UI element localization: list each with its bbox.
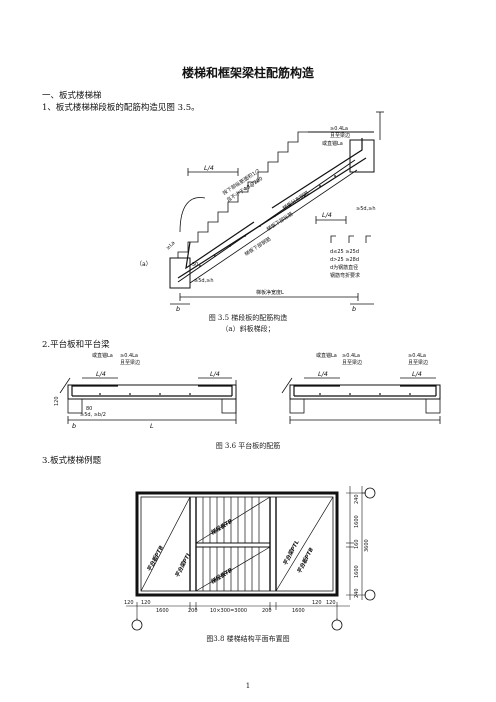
fig38-dim-r1: 1600 <box>354 515 360 528</box>
fig38-label-ptb-right: 平台板PTB <box>296 547 316 575</box>
fig36-right-note3: 且至梁边 <box>342 359 362 366</box>
fig35-note-top3: 且至梁边 <box>330 132 350 139</box>
fig35-legend1: d≤25 ≥25d <box>330 249 359 255</box>
fig38-dim-b2: 1600 <box>156 608 169 614</box>
fig36-l4-a: L/4 <box>96 370 106 378</box>
fig36-dim-80: 80 <box>86 406 92 412</box>
figure-3-6-caption: 图 3.6 平台板的配筋 <box>215 442 281 450</box>
fig35-anchor-5d: ≥5d,≥h <box>194 278 214 284</box>
fig35-legend4: 钢筋弯折要求 <box>330 272 360 279</box>
fig35-span-label: 梯板净宽度L <box>256 289 284 296</box>
fig36-right-note4: ≥0.4La <box>408 353 426 359</box>
fig38-label-tb-top: 梯段板TB <box>209 518 233 537</box>
fig38-label-ptb-left: 平台板PTB <box>146 545 166 573</box>
fig35-legend3: d为钢筋直径 <box>330 264 358 271</box>
right-slab <box>289 384 441 400</box>
fig38-label-tb-bottom: 梯段板TB <box>209 567 233 586</box>
section-1-heading: 一、板式楼梯梯 <box>42 91 102 101</box>
page-number: 1 <box>245 682 251 690</box>
fig36-right-note2: ≥0.4La <box>342 353 360 359</box>
fig36-l4-b: L/4 <box>210 370 220 378</box>
fig36-l4-c: L/4 <box>318 370 328 378</box>
fig35-la-left: ≥La <box>165 240 176 251</box>
fig38-dim-total: 3600 <box>364 539 370 552</box>
fig38-dim-r4: 240 <box>354 588 360 598</box>
fig35-legend2: d>25 ≥28d <box>330 257 359 263</box>
fig35-b-left: b <box>176 305 180 313</box>
fig35-l4-right: L/4 <box>322 211 332 219</box>
fig38-dim-b5: 200 <box>262 608 272 614</box>
fig36-dim-120: 120 <box>54 396 60 406</box>
fig36-left-note1: 或直锚La <box>92 352 113 359</box>
fig36-left-note3: 且至梁边 <box>120 359 140 366</box>
fig38-dim-b0: 120 <box>124 600 134 606</box>
fig38-dim-r3: 1600 <box>354 565 360 578</box>
fig36-dim-5d: ≥5d, ≥b/2 <box>80 412 106 418</box>
fig38-label-ptl-right: 平台梁PTL <box>282 539 301 567</box>
section-3-heading: 3.板式楼梯例题 <box>42 456 102 466</box>
fig36-right-note5: 且至梁边 <box>408 359 428 366</box>
fig35-label-a: （a） <box>136 261 152 268</box>
fig35-anchor-5d-right: ≥5d,≥h <box>356 206 376 212</box>
fig35-dim-50: 50 <box>192 262 198 268</box>
item-1-text: 1、板式楼梯梯段板的配筋构造见图 3.5。 <box>42 103 200 113</box>
fig38-dim-r2: 160 <box>354 539 360 549</box>
lower-beam <box>169 257 191 289</box>
fig36-span-l: L <box>150 422 154 430</box>
fig38-dim-r0: 240 <box>354 494 360 504</box>
fig38-dim-b4: 10×300=3000 <box>210 608 247 614</box>
stair-outer-wall <box>135 491 339 597</box>
fig35-l4-top: L/4 <box>204 164 214 172</box>
figure-3-5-subcaption: （a）斜板梯段； <box>221 325 275 333</box>
section-2-heading: 2.平台板和平台梁 <box>42 340 110 350</box>
fig36-b: b <box>72 422 76 430</box>
fig35-note-top2: ≥0.4La <box>330 126 348 132</box>
fig38-dim-b3: 200 <box>188 608 198 614</box>
fig38-dim-b7: 120 <box>312 600 322 606</box>
fig38-dim-b8: 120 <box>326 600 336 606</box>
figure-3-5-caption: 图 3.5 梯段板的配筋构造 <box>208 314 288 322</box>
fig35-b-right: b <box>352 305 356 313</box>
fig36-l4-d: L/4 <box>412 370 422 378</box>
fig36-left-note2: ≥0.4La <box>120 353 138 359</box>
figure-3-8-caption: 图3.8 楼梯结构平面布置图 <box>206 635 290 643</box>
fig35-note-top: 或直锚La <box>322 140 343 147</box>
fig38-dim-b6: 1600 <box>292 608 305 614</box>
fig36-right-note1: 或直锚La <box>316 352 337 359</box>
page-title: 楼梯和框架梁柱配筋构造 <box>181 66 314 80</box>
stair-steps <box>177 131 308 258</box>
fig38-dim-b1: 120 <box>141 600 151 606</box>
